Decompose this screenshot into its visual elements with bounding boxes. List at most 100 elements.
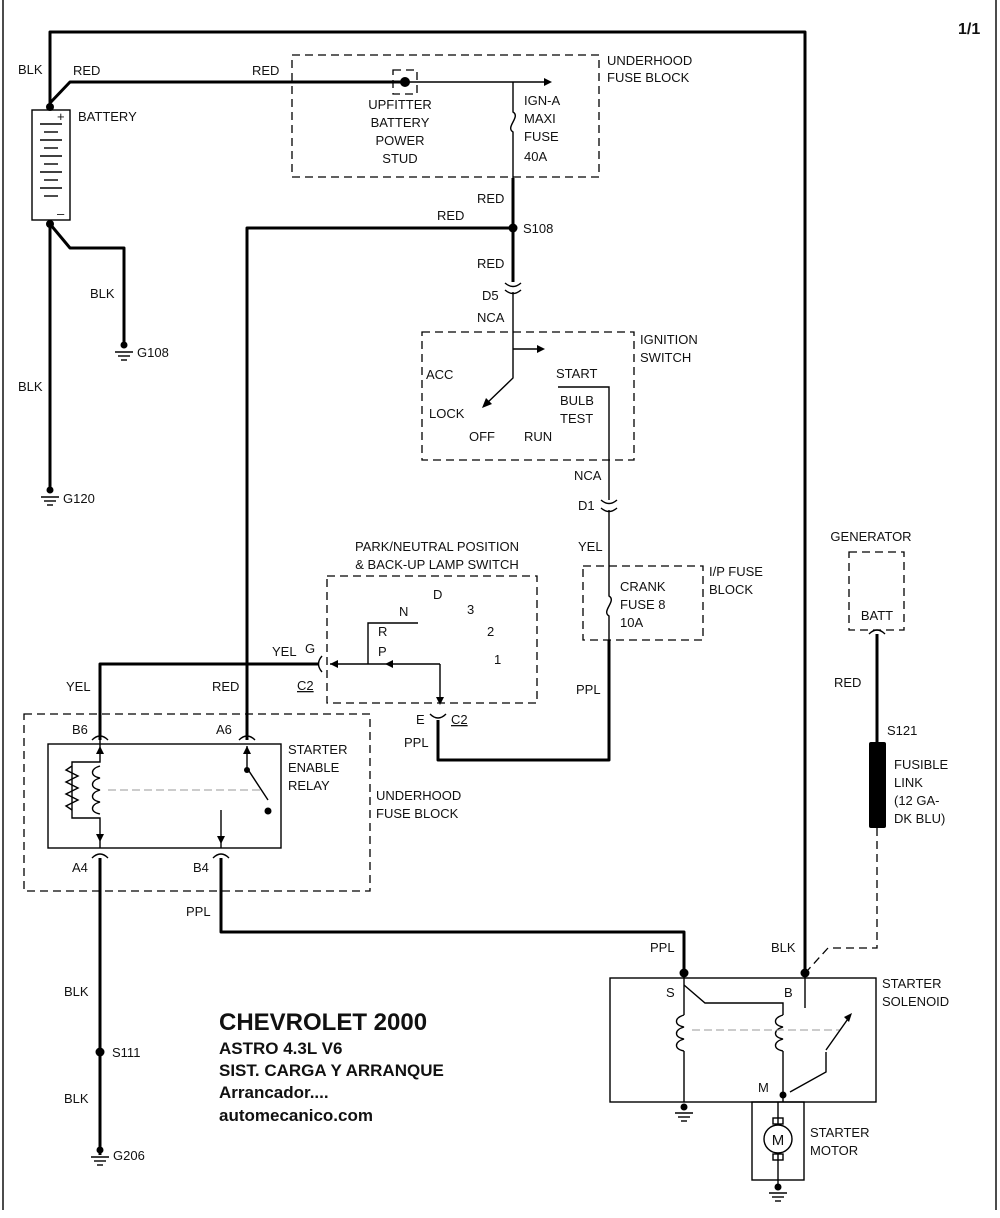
solenoid-internal-wiring [675, 973, 852, 1102]
gear-2: 2 [487, 624, 494, 639]
generator-batt-terminal [868, 629, 886, 635]
wire-label-red-a6: RED [212, 679, 239, 694]
underhood-fuse-block-label-1: UNDERHOOD [607, 53, 692, 68]
crank-label-1: CRANK [620, 579, 666, 594]
ign-switch-label-2: SWITCH [640, 350, 691, 365]
relay-underhood-box [23, 713, 371, 892]
wire-yel-g-to-b6 [98, 662, 318, 740]
connector-g-symbol [317, 655, 323, 673]
connector-label-a6: A6 [216, 722, 232, 737]
connector-label-e: E [416, 712, 425, 727]
ground-symbol-solenoid [675, 1103, 693, 1122]
wire-label-blk-g120: BLK [18, 379, 43, 394]
svg-text:+: + [57, 109, 65, 124]
solenoid-label-2: SOLENOID [882, 994, 949, 1009]
title-site: automecanico.com [219, 1106, 373, 1125]
ground-label-g108: G108 [137, 345, 169, 360]
relay-switch [217, 746, 272, 848]
generator-label: GENERATOR [830, 529, 911, 544]
ground-label-g206: G206 [113, 1148, 145, 1163]
maxi-label-1: IGN-A [524, 93, 560, 108]
wire-label-nca-top: NCA [477, 310, 505, 325]
connector-label-c2-bottom: C2 [451, 712, 468, 727]
wire-label-red-s108-left: RED [437, 208, 464, 223]
starter-enable-relay [47, 743, 282, 849]
battery: + – [31, 109, 71, 221]
maxi-label-4: 40A [524, 149, 547, 164]
ign-pos-test: TEST [560, 411, 593, 426]
solenoid-m-label: M [758, 1080, 769, 1095]
connector-label-b6: B6 [72, 722, 88, 737]
wire-label-blk-solenoid: BLK [771, 940, 796, 955]
connector-d1-symbol [600, 499, 618, 513]
wire-red-s108-to-a6 [245, 226, 513, 740]
relay-label-3: RELAY [288, 778, 330, 793]
wire-label-yel-b6: YEL [66, 679, 91, 694]
gear-r: R [378, 624, 387, 639]
ignition-switch-box [421, 331, 635, 461]
wire-ppl-crank-to-e [436, 640, 611, 762]
fusible-label-2: LINK [894, 775, 923, 790]
wire-label-red-top-mid: RED [252, 63, 279, 78]
gear-d: D [433, 587, 442, 602]
gear-p: P [378, 644, 387, 659]
stud-label-3: POWER [375, 133, 424, 148]
splice-label-s111: S111 [112, 1045, 140, 1060]
wire-label-ppl-crank: PPL [576, 682, 601, 697]
wire-blk-battery-to-solenoid [48, 30, 807, 972]
title-description: Arrancador.... [219, 1083, 329, 1102]
wire-fusible-to-solenoid [807, 828, 878, 971]
ign-pos-run: RUN [524, 429, 552, 444]
battery-label: BATTERY [78, 109, 137, 124]
stud-label-4: STUD [382, 151, 417, 166]
wire-label-ppl-b4: PPL [186, 904, 211, 919]
ip-fuse-block-box [582, 565, 704, 641]
solenoid-b-label: B [784, 985, 793, 1000]
pnp-contact-line [367, 622, 418, 664]
ign-pos-off: OFF [469, 429, 495, 444]
park-neutral-switch-box [326, 575, 538, 704]
splice-label-s108: S108 [523, 221, 553, 236]
gear-1: 1 [494, 652, 501, 667]
title-model: ASTRO 4.3L V6 [219, 1039, 342, 1058]
fusible-label-3: (12 GA- [894, 793, 940, 808]
ip-fuse-label-1: I/P FUSE [709, 564, 763, 579]
stud-label-2: BATTERY [371, 115, 430, 130]
connector-label-b4: B4 [193, 860, 209, 875]
wire-blk-to-g108 [48, 223, 126, 345]
wire-label-ppl-solenoid: PPL [650, 940, 675, 955]
connector-label-d1: D1 [578, 498, 595, 513]
crank-label-2: FUSE 8 [620, 597, 666, 612]
motor-symbol-circle [763, 1124, 793, 1154]
underhood-fuse-block-label-2: FUSE BLOCK [607, 70, 690, 85]
ground-symbol-g108 [115, 341, 133, 361]
pnp-label-1: PARK/NEUTRAL POSITION [355, 539, 519, 554]
crank-fuse-symbol [606, 566, 612, 640]
motor-symbol-letter: M [772, 1132, 785, 1149]
ign-pos-acc: ACC [426, 367, 453, 382]
pnp-label-2: & BACK-UP LAMP SWITCH [355, 557, 519, 572]
wire-label-red-generator: RED [834, 675, 861, 690]
ign-pos-start: START [556, 366, 597, 381]
fusible-link [869, 742, 886, 828]
gear-n: N [399, 604, 408, 619]
ground-symbol-motor [769, 1180, 787, 1202]
wire-label-red-to-d5: RED [477, 256, 504, 271]
wire-label-blk-g108: BLK [90, 286, 115, 301]
ip-fuse-label-2: BLOCK [709, 582, 753, 597]
wire-label-yel-g: YEL [272, 644, 297, 659]
connector-label-g: G [305, 641, 315, 656]
connector-e-symbol [429, 713, 447, 719]
relay-box-label-2: FUSE BLOCK [376, 806, 459, 821]
wire-label-nca-bottom: NCA [574, 468, 602, 483]
relay-label-2: ENABLE [288, 760, 340, 775]
starter-solenoid-box [609, 977, 877, 1103]
gear-3: 3 [467, 602, 474, 617]
connector-label-a4: A4 [72, 860, 88, 875]
underhood-fuse-block-top [291, 54, 600, 178]
relay-label-1: STARTER [288, 742, 347, 757]
generator-batt-label: BATT [861, 608, 893, 623]
wire-red-battery-to-stud [48, 80, 405, 105]
battery-pos-terminal [46, 103, 54, 111]
